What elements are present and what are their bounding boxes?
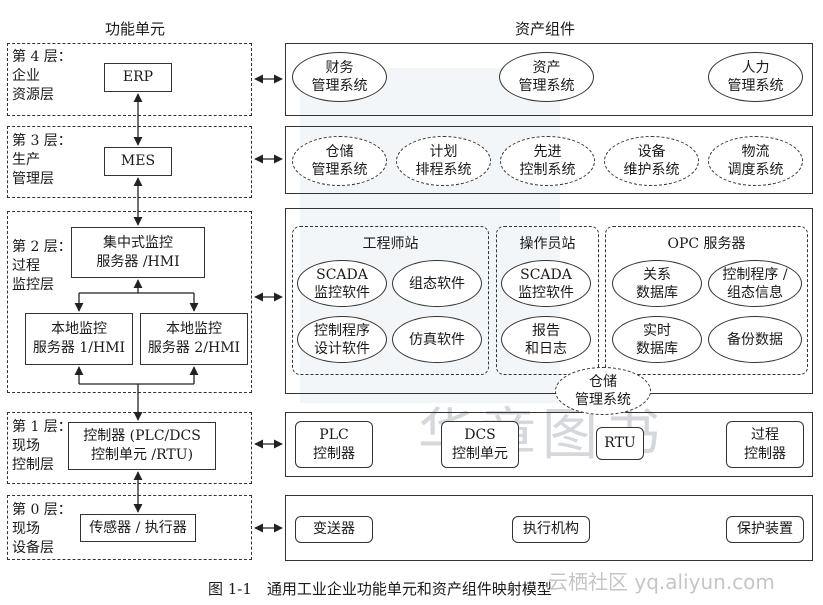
layer-1-box (7, 412, 252, 484)
functional-units-header: 功能单元 (104, 20, 165, 38)
warehouse-system-overlap-ellipse: 仓储管理系统 (555, 367, 651, 415)
operator-station-title: 操作员站 (519, 236, 576, 252)
local-monitoring-server-2-box: 本地监控服务器 2/HMI (140, 313, 248, 365)
local-monitoring-server-1-box: 本地监控服务器 1/HMI (25, 313, 133, 365)
engineer-station-group (292, 226, 489, 375)
logistics-system-ellipse: 物流调度系统 (708, 136, 803, 186)
layer-2-box (7, 211, 252, 393)
opc-server-group (605, 226, 808, 375)
transmitter-box: 变送器 (295, 516, 373, 543)
finance-system-ellipse: 财务管理系统 (292, 52, 387, 102)
layer-2-label: 第 2 层：过程监控层 (12, 239, 72, 293)
warehouse-system-ellipse: 仓储管理系统 (292, 136, 387, 186)
layer-0-box (7, 495, 252, 560)
operator-station-group (496, 226, 599, 375)
relational-db-ellipse: 关系数据库 (612, 260, 702, 307)
realtime-db-ellipse: 实时数据库 (612, 316, 702, 363)
layer-4-box (7, 43, 252, 116)
central-monitoring-server-box: 集中式监控服务器 /HMI (71, 227, 205, 278)
asset-panel-layer-3 (285, 126, 813, 194)
hr-system-ellipse: 人力管理系统 (708, 52, 803, 102)
asset-panel-layer-1 (285, 412, 813, 477)
protection-device-box: 保护装置 (726, 516, 804, 543)
sensor-actuator-box: 传感器 / 执行器 (80, 514, 196, 542)
maintenance-system-ellipse: 设备维护系统 (604, 136, 699, 186)
mes-box: MES (104, 147, 172, 176)
layer-0-label: 第 0 层：现场设备层 (12, 502, 72, 556)
reports-logs-ellipse: 报告和日志 (501, 316, 591, 363)
simulation-software-ellipse: 仿真软件 (392, 316, 482, 363)
process-controller-box: 过程控制器 (726, 421, 804, 468)
control-program-design-ellipse: 控制程序设计软件 (297, 316, 387, 363)
advanced-control-ellipse: 先进控制系统 (500, 136, 595, 186)
layer-3-box (7, 126, 252, 198)
rtu-box: RTU (596, 427, 644, 460)
asset-components-header: 资产组件 (514, 20, 575, 38)
layer-4-label: 第 4 层：企业资源层 (12, 49, 72, 103)
actuator-box: 执行机构 (512, 516, 590, 543)
erp-box: ERP (104, 63, 172, 92)
config-software-ellipse: 组态软件 (392, 260, 482, 307)
opc-server-title: OPC 服务器 (667, 236, 746, 252)
layer-1-label: 第 1 层：现场控制层 (12, 419, 72, 473)
watermark-url: 云栖社区 yq.aliyun.com (548, 570, 775, 594)
control-program-config-ellipse: 控制程序 /组态信息 (708, 260, 802, 307)
planning-system-ellipse: 计划排程系统 (396, 136, 491, 186)
asset-panel-layer-4 (285, 43, 813, 116)
figure-caption: 图 1-1 通用工业企业功能单元和资产组件映射模型 (208, 580, 552, 598)
engineer-station-title: 工程师站 (362, 236, 419, 252)
asset-panel-layer-0 (285, 495, 813, 561)
asset-management-ellipse: 资产管理系统 (499, 52, 594, 102)
asset-panel-layer-2 (285, 208, 813, 394)
layer-3-label: 第 3 层：生产管理层 (12, 133, 72, 187)
backup-data-ellipse: 备份数据 (708, 316, 802, 363)
